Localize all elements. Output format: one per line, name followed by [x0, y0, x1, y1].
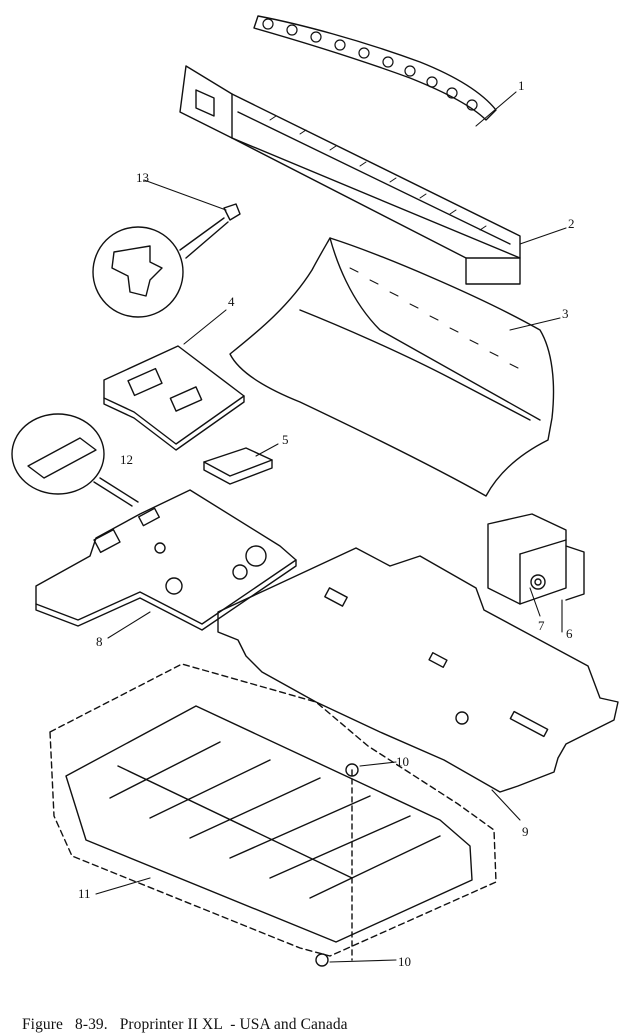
figure-caption: Figure 8-39. Proprinter II XL - USA and …	[14, 998, 348, 1034]
callout-2: 2	[568, 216, 575, 231]
callout-8: 8	[96, 634, 103, 649]
callout-10-bottom: 10	[398, 954, 411, 969]
figure-number: 8-39.	[74, 1016, 108, 1033]
part-8-main-board	[35, 489, 297, 631]
callout-1: 1	[518, 78, 525, 93]
part-4-circuit-board	[103, 345, 245, 451]
part-9-shield-plate	[217, 547, 619, 793]
part-5-chip	[203, 447, 273, 485]
callout-11: 11	[78, 886, 91, 901]
part-3-top-cover	[229, 237, 555, 497]
callout-3: 3	[562, 306, 569, 321]
callout-5: 5	[282, 432, 289, 447]
callout-7: 7	[538, 618, 545, 633]
part-12-ic-magnified	[11, 413, 139, 507]
callout-10-top: 10	[396, 754, 409, 769]
callout-4: 4	[228, 294, 235, 309]
callout-6: 6	[566, 626, 573, 641]
part-6-carrier	[487, 513, 585, 605]
callout-13: 13	[136, 170, 149, 185]
part-2-frame-rail	[179, 65, 521, 285]
figure-title: Proprinter II XL - USA and Canada	[119, 1016, 348, 1033]
callout-12: 12	[120, 452, 133, 467]
callout-labels: 1 2 3 4 5 6 7 8 9 10 10 11 12 13	[78, 78, 575, 969]
part-13-clip	[92, 203, 241, 318]
leader-lines	[95, 91, 567, 963]
part-11-base-frame	[49, 663, 497, 967]
figure-label: Figure	[21, 1016, 64, 1033]
part-1-ribbon-guide	[253, 15, 497, 121]
callout-9: 9	[522, 824, 529, 839]
part-7-motor	[530, 574, 546, 590]
